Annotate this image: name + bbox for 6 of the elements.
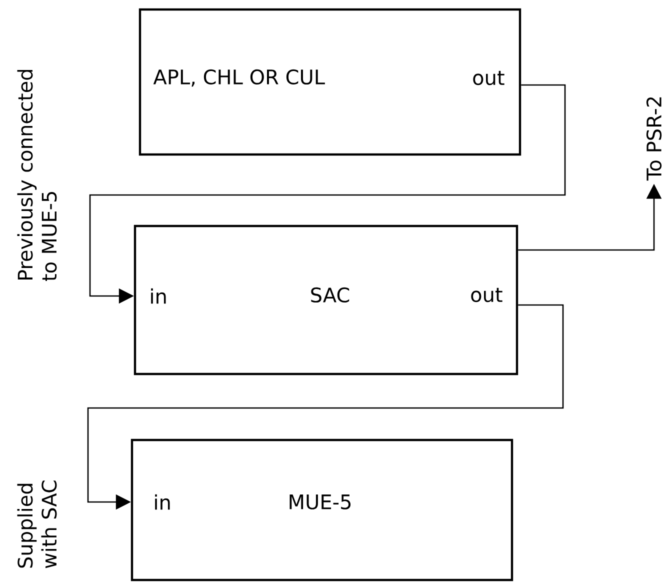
side-note: Supplied with SAC (17, 480, 57, 568)
module-box: APL, CHL OR CUL out (138, 8, 522, 156)
module-box: in SAC out (134, 224, 518, 376)
module-box: in MUE-5 (130, 438, 514, 582)
target-label: To PSR-2 (646, 97, 662, 181)
side-note: Previously connected to MUE-5 (17, 70, 57, 281)
